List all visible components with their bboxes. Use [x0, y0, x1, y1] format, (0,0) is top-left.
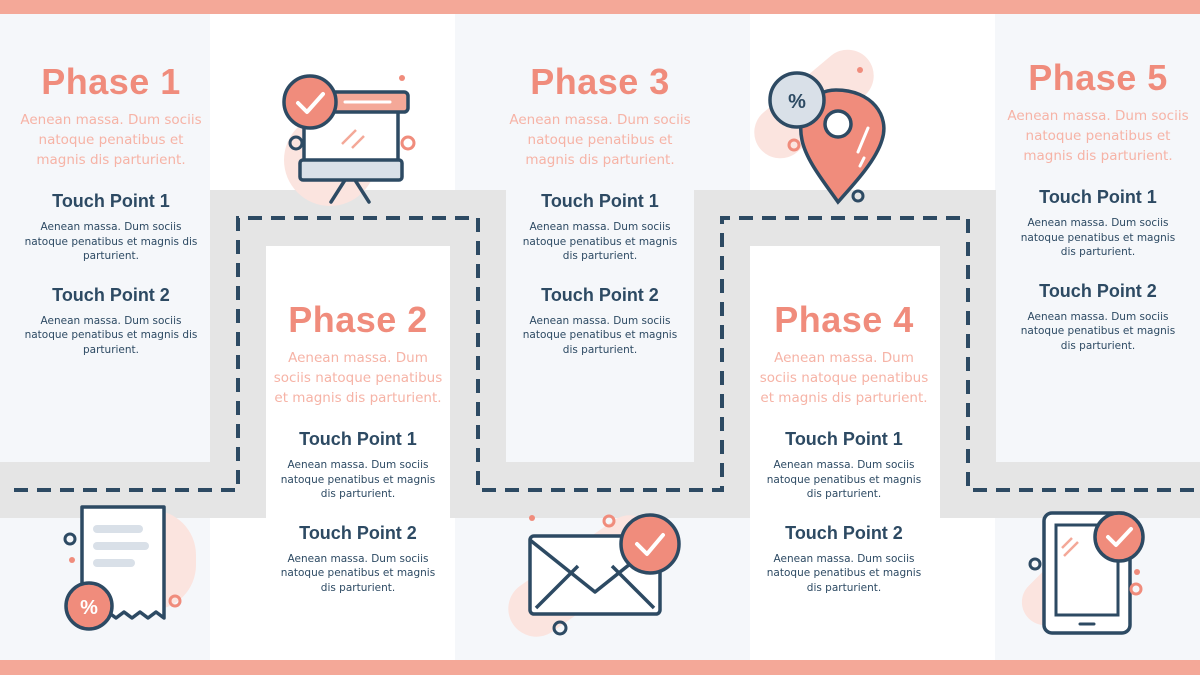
phase-4-touch-point-1-description: Aenean massa. Dum sociis natoque penatib…	[766, 459, 922, 500]
phase-1-title: Phase 1	[41, 61, 181, 102]
phase-4-block: Phase 4 Aenean massa. Dum sociis natoque…	[756, 298, 932, 595]
phase-1-touch-point-2-title: Touch Point 2	[52, 284, 170, 305]
tablet-check-icon	[1021, 511, 1145, 635]
phase-3-description: Aenean massa. Dum sociis natoque penatib…	[509, 112, 691, 168]
phase-2-description: Aenean massa. Dum sociis natoque penatib…	[273, 350, 443, 406]
phase-3-touch-point-1-title: Touch Point 1	[541, 191, 659, 211]
phase-2-title: Phase 2	[288, 299, 428, 340]
phase-5-touch-point-1-description: Aenean massa. Dum sociis natoque penatib…	[1020, 217, 1176, 258]
phase-5-title: Phase 5	[1028, 57, 1168, 98]
phase-1-touch-point-1-title: Touch Point 1	[52, 191, 170, 211]
phase-2-panel	[266, 246, 450, 660]
phase-1-block: Phase 1 Aenean massa. Dum sociis natoque…	[12, 60, 210, 357]
phase-2-touch-point-1-title: Touch Point 1	[299, 429, 417, 449]
phase-3-touch-point-1-description: Aenean massa. Dum sociis natoque penatib…	[522, 221, 678, 262]
map-pin-percent-icon: %	[754, 49, 886, 205]
bottom-accent-bar	[0, 660, 1200, 675]
phase-2-touch-point-2-description: Aenean massa. Dum sociis natoque penatib…	[280, 552, 436, 594]
envelope-check-icon	[508, 513, 681, 637]
phase-3-title: Phase 3	[530, 61, 670, 102]
phase-5-description: Aenean massa. Dum sociis natoque penatib…	[1007, 108, 1189, 164]
svg-text:%: %	[788, 91, 806, 113]
phase-2-block: Phase 2 Aenean massa. Dum sociis natoque…	[270, 298, 446, 595]
phase-2-touch-point-1-description: Aenean massa. Dum sociis natoque penatib…	[280, 459, 436, 500]
top-accent-bar	[0, 0, 1200, 14]
phase-5-block: Phase 5 Aenean massa. Dum sociis natoque…	[1004, 56, 1192, 353]
phase-4-touch-point-2-description: Aenean massa. Dum sociis natoque penatib…	[766, 552, 922, 594]
road-dash-line	[14, 216, 1200, 492]
phase-3-block: Phase 3 Aenean massa. Dum sociis natoque…	[506, 60, 694, 357]
phase-4-touch-point-2-title: Touch Point 2	[785, 522, 903, 543]
phase-5-touch-point-1-title: Touch Point 1	[1039, 187, 1157, 207]
phase-4-touch-point-1-title: Touch Point 1	[785, 429, 903, 449]
phase-4-panel	[754, 246, 940, 660]
phase-4-title: Phase 4	[774, 299, 914, 340]
phase-1-description: Aenean massa. Dum sociis natoque penatib…	[20, 112, 202, 168]
phase-1-touch-point-1-description: Aenean massa. Dum sociis natoque penatib…	[24, 221, 198, 262]
presentation-board-check-icon	[282, 74, 416, 206]
phase-1-touch-point-2-description: Aenean massa. Dum sociis natoque penatib…	[24, 314, 198, 356]
phase-3-touch-point-2-title: Touch Point 2	[541, 284, 659, 305]
phase-2-touch-point-2-title: Touch Point 2	[299, 522, 417, 543]
receipt-percent-icon: %	[63, 505, 196, 631]
svg-text:%: %	[80, 597, 98, 619]
phase-5-touch-point-2-description: Aenean massa. Dum sociis natoque penatib…	[1020, 310, 1176, 352]
phase-4-description: Aenean massa. Dum sociis natoque penatib…	[759, 350, 929, 406]
phase-3-touch-point-2-description: Aenean massa. Dum sociis natoque penatib…	[522, 314, 678, 356]
phase-5-touch-point-2-title: Touch Point 2	[1039, 280, 1157, 301]
